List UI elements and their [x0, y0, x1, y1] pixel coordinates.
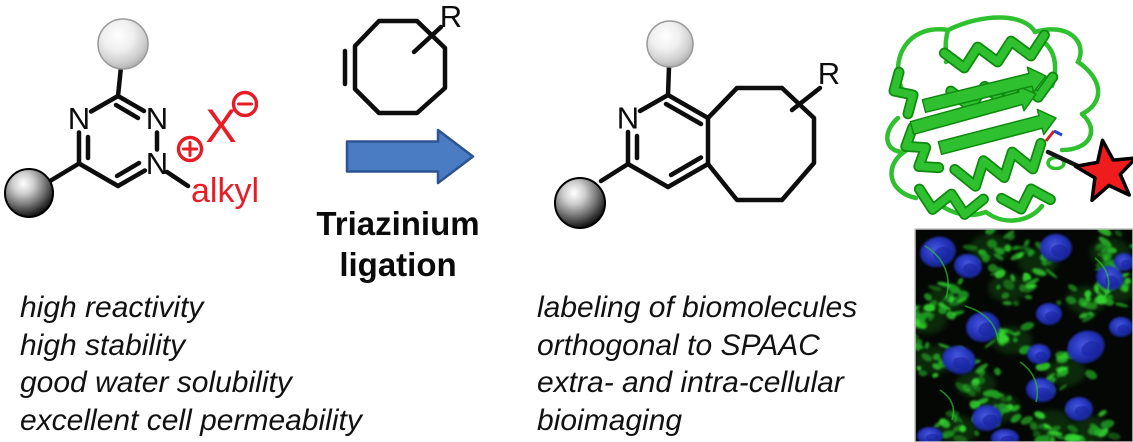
biomolecule-sphere-light [97, 18, 149, 70]
property-line: good water solubility [20, 366, 292, 399]
nitrogen-label: N [146, 101, 168, 136]
label-linker-bond [1045, 149, 1083, 170]
cell-nucleus [1026, 377, 1056, 403]
reaction-name-line1: Triazinium [316, 205, 480, 242]
cell-nucleus [1027, 344, 1051, 364]
cell-nucleus [942, 345, 976, 375]
r-group-label: R [440, 0, 462, 34]
biomolecule-sphere-dark [4, 168, 54, 218]
biomolecule-sphere-dark [554, 177, 606, 229]
reagent-properties-list: high reactivity high stability good wate… [20, 289, 362, 439]
protein-helix [913, 183, 989, 220]
application-line: labeling of biomolecules [537, 291, 858, 324]
nitrogen-label: N [68, 101, 90, 136]
application-line: extra- and intra-cellular [537, 366, 844, 399]
reaction-name-line2: ligation [339, 246, 457, 283]
cell-nucleus [1114, 253, 1133, 271]
cell-membrane-strand [924, 245, 949, 299]
cyclooctyne-structure: R [342, 0, 462, 116]
minus-charge-icon [231, 90, 259, 118]
cell-membrane-strand [1019, 361, 1039, 403]
reaction-arrow [345, 128, 475, 185]
protein-helix [938, 29, 1050, 74]
residue-stick [1053, 129, 1063, 137]
triazinium-ring-bonds [47, 64, 191, 189]
fluorophore-star-icon [1073, 138, 1133, 203]
cell-membrane-strand [1094, 257, 1110, 299]
cell-nucleus [1036, 303, 1062, 325]
reaction-name: Triazinium ligation [292, 203, 504, 285]
cell-nucleus [1109, 317, 1133, 337]
product-bonds [598, 64, 823, 203]
protein-loop [983, 203, 1045, 223]
protein-beta-strand [909, 84, 1037, 136]
cell-nucleus [917, 427, 943, 442]
protein-beta-strand [937, 108, 1057, 156]
protein-helix [900, 122, 945, 174]
biomolecule-sphere-light [646, 20, 694, 68]
cell-nucleus [972, 404, 1002, 432]
r-group-label: R [818, 56, 840, 91]
cell-nucleus [991, 429, 1019, 442]
cell-microscopy-image [914, 228, 1133, 442]
r-group-bond [789, 85, 823, 113]
protein-loop [1032, 27, 1101, 117]
cell-nucleus [966, 311, 1000, 343]
fused-cyclooctane-ring [705, 85, 817, 203]
protein-helix [888, 66, 919, 120]
counterion-label: X [205, 99, 236, 152]
residue-stick [1044, 130, 1056, 142]
property-line: excellent cell permeability [20, 403, 362, 437]
cell-membrane-strand [964, 305, 999, 341]
triazinium-nitrogen-labels: N N N [68, 101, 168, 181]
pyridine-nitrogen-label: N [617, 101, 639, 136]
cell-membrane-strand [939, 389, 955, 421]
plus-charge-icon [176, 135, 204, 163]
application-line: bioimaging [537, 403, 683, 437]
protein-loop [885, 115, 919, 201]
cell-nucleus [1040, 234, 1072, 262]
property-line: high stability [20, 328, 186, 362]
r-group-bond [411, 24, 444, 55]
application-line: orthogonal to SPAAC [537, 328, 820, 362]
cell-nucleus [1067, 330, 1105, 364]
cell-nucleus [1065, 397, 1093, 421]
protein-loop [1059, 111, 1094, 153]
microscopy-border [914, 228, 1133, 442]
cell-nucleus [954, 253, 982, 279]
property-line: high reactivity [20, 291, 204, 324]
triazinium-reactant-structure: N N N X alkyl [4, 18, 259, 218]
protein-beta-strand [921, 66, 1047, 114]
protein-cartoon [885, 15, 1133, 223]
applications-list: labeling of biomolecules orthogonal to S… [537, 289, 857, 439]
alkyl-label: alkyl [191, 172, 259, 210]
cyclooctyne-ring [352, 18, 448, 116]
nitrogen-label: N [146, 146, 168, 181]
protein-helix [996, 183, 1056, 215]
product-structure: N R [554, 20, 840, 229]
protein-helix [949, 138, 1047, 192]
